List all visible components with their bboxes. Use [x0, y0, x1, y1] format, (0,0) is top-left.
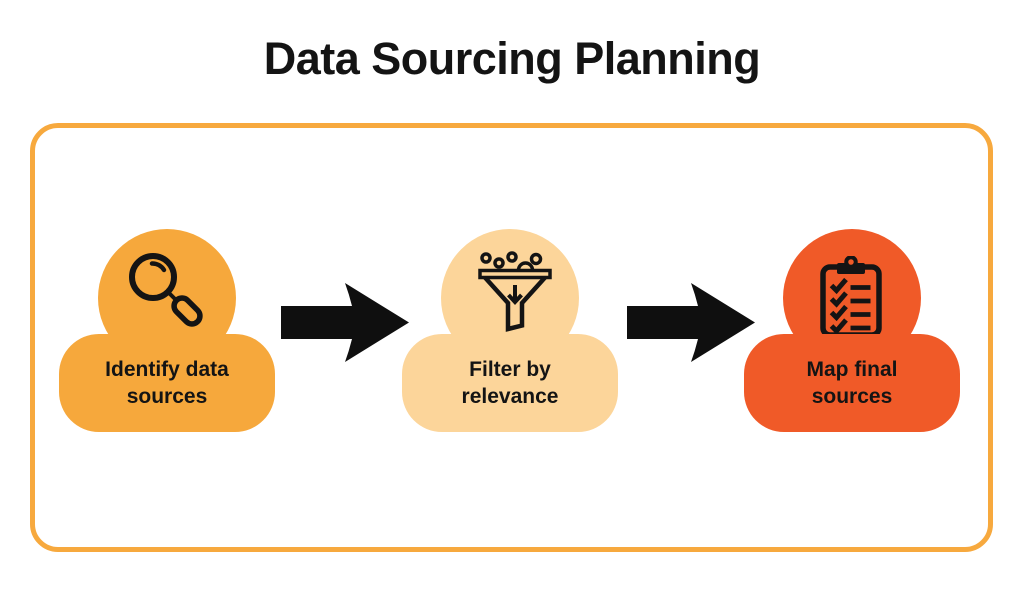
arrow-right-icon: [281, 283, 409, 362]
clipboard-checklist-icon: [820, 256, 882, 338]
step-card-filter-by-relevance: Filter by relevance: [402, 334, 618, 432]
step-label-line: sources: [811, 385, 893, 408]
page-title: Data Sourcing Planning: [263, 33, 761, 84]
arrow-right-icon: [627, 283, 755, 362]
step-label-line: Filter by: [469, 358, 551, 381]
magnifier-icon: [129, 253, 203, 327]
step-label-line: relevance: [461, 385, 559, 408]
funnel-icon: [478, 251, 552, 332]
step-card-map-final-sources: Map final sources: [744, 334, 960, 432]
step-label-line: sources: [126, 385, 208, 408]
step-card-identify-data-sources: Identify data sources: [59, 334, 275, 432]
step-label-line: Map final: [806, 358, 898, 381]
step-label-line: Identify data: [105, 358, 229, 381]
